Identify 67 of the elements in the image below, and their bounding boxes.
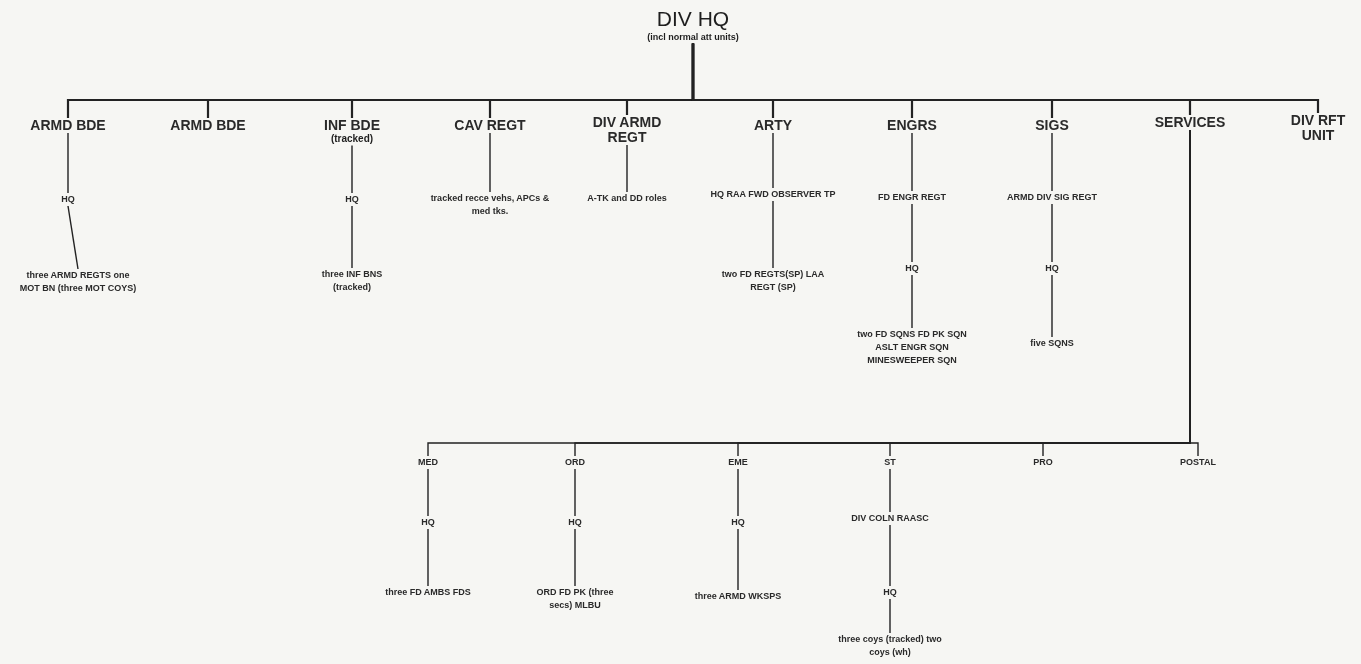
connector-line (427, 468, 429, 517)
unit-label: three FD AMBS FDS (385, 586, 471, 599)
unit-label: three coys (tracked) two coys (wh) (837, 633, 943, 659)
connector-line (889, 468, 891, 513)
unit-label: FD ENGR REGT (878, 191, 946, 204)
connector-line (489, 132, 491, 193)
connector-line (889, 524, 891, 587)
unit-label: five SQNS (1030, 337, 1074, 350)
unit-label: SERVICES (1154, 115, 1226, 130)
connector-line (427, 528, 429, 587)
unit-label: three ARMD WKSPS (694, 590, 782, 603)
unit-label: DIV HQ (656, 6, 730, 32)
connector-line (351, 205, 353, 269)
connector-line (911, 132, 913, 192)
connector-line (691, 43, 1320, 113)
connector-line (772, 132, 774, 189)
unit-label: EME (728, 456, 748, 469)
unit-label: HQ (883, 586, 897, 599)
unit-label: three INF BNS (tracked) (320, 268, 384, 294)
unit-label: SIGS (1035, 118, 1069, 133)
unit-label: A-TK and DD roles (587, 192, 667, 205)
connector-line (911, 203, 913, 263)
unit-label: HQ (731, 516, 745, 529)
unit-label: tracked recce vehs, APCs & med tks. (429, 192, 551, 218)
unit-label: PRO (1033, 456, 1053, 469)
connector-line (1051, 132, 1053, 192)
unit-label: ARTY (753, 118, 793, 133)
unit-label: HQ RAA FWD OBSERVER TP (710, 188, 836, 201)
unit-label: ST (884, 456, 896, 469)
unit-label: ARMD DIV SIG REGT (1007, 191, 1097, 204)
unit-label: two FD SQNS FD PK SQN ASLT ENGR SQN MINESWEEPER SQN (857, 328, 967, 367)
unit-label: POSTAL (1180, 456, 1216, 469)
unit-label: DIV RFT UNIT (1289, 113, 1347, 143)
connector-line (889, 598, 891, 634)
unit-label: CAV REGT (454, 118, 526, 133)
connector-line (1189, 129, 1199, 457)
connector-line (1051, 203, 1053, 263)
unit-label: two FD REGTS(SP) LAA REGT (SP) (720, 268, 826, 294)
unit-label: DIV ARMD REGT (591, 115, 663, 145)
connector-line (1051, 274, 1053, 338)
unit-label: HQ (345, 193, 359, 206)
unit-label: MED (418, 456, 438, 469)
unit-label: ARMD BDE (30, 118, 106, 133)
unit-note: (tracked) (330, 133, 374, 146)
connector-line (772, 200, 774, 269)
unit-label: HQ (568, 516, 582, 529)
unit-label: HQ (1045, 262, 1059, 275)
unit-label: HQ (421, 516, 435, 529)
unit-label: HQ (905, 262, 919, 275)
connector-line (67, 205, 79, 270)
connector-line (67, 132, 69, 194)
connector-line (351, 144, 353, 194)
unit-label: ARMD BDE (170, 118, 246, 133)
connector-line (574, 528, 576, 587)
connector-line (574, 468, 576, 517)
connector-line (626, 144, 628, 193)
connector-line (911, 274, 913, 329)
connector-line (737, 528, 739, 591)
unit-label: INF BDE (324, 118, 380, 133)
unit-label: DIV COLN RAASC (851, 512, 929, 525)
unit-label: ORD FD PK (three secs) MLBU (535, 586, 615, 612)
unit-label: ENGRS (887, 118, 937, 133)
unit-label: HQ (61, 193, 75, 206)
unit-note: (incl normal att units) (647, 32, 739, 44)
connector-line (737, 468, 739, 517)
unit-label: three ARMD REGTS one MOT BN (three MOT COYS) (18, 269, 138, 295)
unit-label: ORD (565, 456, 585, 469)
